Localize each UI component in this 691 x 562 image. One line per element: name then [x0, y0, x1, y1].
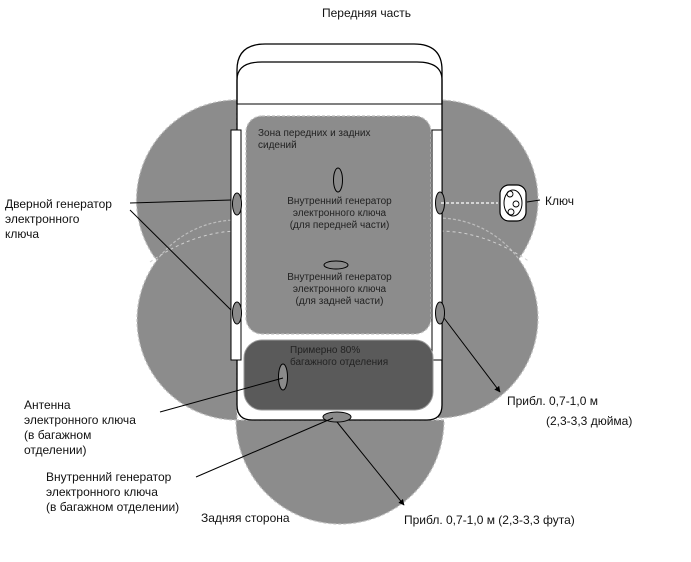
front-interior-generator-label: Внутренний генератор электронного ключа …	[287, 196, 392, 231]
luggage-percent-label: Примерно 80% багажного отделения	[290, 345, 389, 368]
rear-left-zone	[136, 219, 238, 421]
left-door-frame	[230, 129, 242, 361]
key-label: Ключ	[545, 194, 574, 208]
range-rear-label: Прибл. 0,7-1,0 м (2,3-3,3 фута)	[404, 513, 575, 527]
front-label: Передняя часть	[322, 6, 412, 20]
rear-label: Задняя сторона	[201, 511, 290, 525]
leader-antenna	[159, 377, 284, 413]
right-front-door-generator	[435, 191, 445, 215]
right-rear-door-generator	[435, 301, 445, 325]
right-door-frame	[431, 129, 443, 361]
range-side-label-2: (2,3-3,3 дюйма)	[546, 414, 633, 428]
leader-key	[526, 199, 541, 203]
rear-bumper-zone	[235, 419, 445, 525]
rear-right-zone	[437, 217, 539, 419]
range-side-label-1: Прибл. 0,7-1,0 м	[507, 394, 598, 408]
door-generator-label: Дверной генератор электронного ключа	[5, 197, 112, 241]
leader-luggage-gen	[195, 417, 334, 478]
left-front-door-generator	[232, 192, 242, 216]
luggage-zone	[243, 339, 434, 411]
luggage-generator-label: Внутренний генератор электронного ключа …	[46, 470, 180, 514]
range-arrow-side	[443, 317, 501, 393]
antenna-label: Антенна электронного ключа (в багажном о…	[24, 398, 136, 457]
luggage-antenna	[278, 363, 288, 391]
range-arrow-rear	[336, 421, 405, 506]
front-interior-generator	[333, 167, 343, 193]
rear-interior-generator	[323, 260, 349, 270]
cabin-zone	[245, 115, 432, 335]
leader-door-gen-rear	[129, 209, 232, 311]
rear-interior-generator-label: Внутренний генератор электронного ключа …	[287, 272, 392, 307]
left-rear-door-generator	[232, 301, 242, 325]
leader-door-gen-front	[129, 199, 232, 204]
hood-line	[236, 61, 443, 104]
seat-zone-label: Зона передних и задних сидений	[258, 128, 371, 151]
key-fob-icon	[499, 184, 527, 222]
